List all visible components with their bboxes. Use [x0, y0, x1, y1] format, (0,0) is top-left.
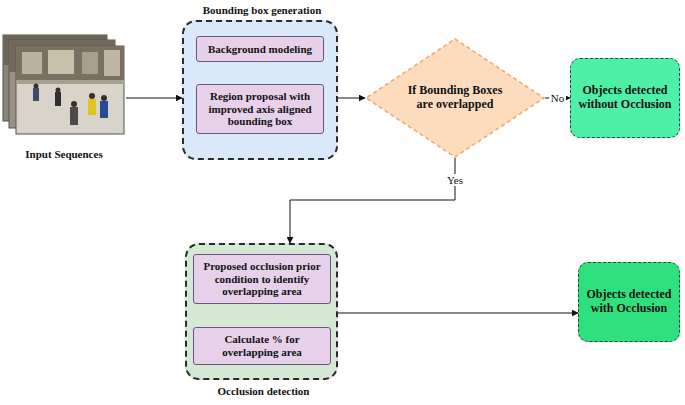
process-box: Background modeling [196, 36, 324, 62]
scene-person [70, 107, 78, 125]
result-box: Objects detected without Occlusion [570, 58, 680, 138]
edge-label: Yes [445, 174, 465, 186]
scene-person-head [101, 95, 107, 101]
scene-person-head [71, 101, 77, 107]
edge-label: No [549, 92, 566, 104]
group-heading: Bounding box generation [164, 4, 360, 17]
group-heading: Occlusion detection [167, 385, 360, 398]
decision-diamond: If Bounding Boxes are overlapped [365, 38, 545, 158]
process-text: Calculate % for overlapping area [199, 333, 325, 358]
result-box: Objects detected with Occlusion [578, 262, 680, 342]
group-panel: Bounding box generationBackground modeli… [182, 20, 338, 160]
scene-window [104, 50, 120, 76]
input-image: Input Sequences [2, 33, 126, 161]
process-box: Region proposal with improved axis align… [196, 84, 324, 134]
scene-window [22, 52, 42, 74]
process-text: Proposed occlusion prior condition to id… [199, 260, 325, 298]
scene-floor-edge [16, 80, 124, 84]
scene-person [33, 88, 39, 101]
group-panel: Occlusion detectionProposed occlusion pr… [185, 243, 338, 380]
connector-arrow [338, 98, 365, 99]
connector-arrow [338, 313, 578, 314]
connector-arrow [290, 158, 455, 243]
scene-person [100, 101, 108, 118]
diamond-shape [366, 39, 544, 157]
process-box: Proposed occlusion prior condition to id… [193, 254, 331, 304]
scene-person-head [34, 84, 39, 89]
scene-window [82, 52, 98, 74]
scene-wall [16, 46, 124, 80]
process-text: Background modeling [208, 43, 312, 56]
process-text: Region proposal with improved axis align… [202, 90, 318, 128]
process-box: Calculate % for overlapping area [193, 327, 331, 365]
scene-person-head [89, 93, 95, 99]
frame-front [16, 46, 124, 134]
result-text: Objects detected with Occlusion [584, 288, 674, 316]
scene-person-head [56, 88, 61, 93]
scene-person [88, 99, 96, 115]
connector-arrow [126, 98, 182, 99]
scene-person [55, 92, 61, 106]
scene-window [48, 50, 74, 74]
result-text: Objects detected without Occlusion [576, 84, 674, 112]
decision-text: If Bounding Boxes are overlapped [401, 84, 509, 112]
image-caption: Input Sequences [2, 148, 126, 161]
